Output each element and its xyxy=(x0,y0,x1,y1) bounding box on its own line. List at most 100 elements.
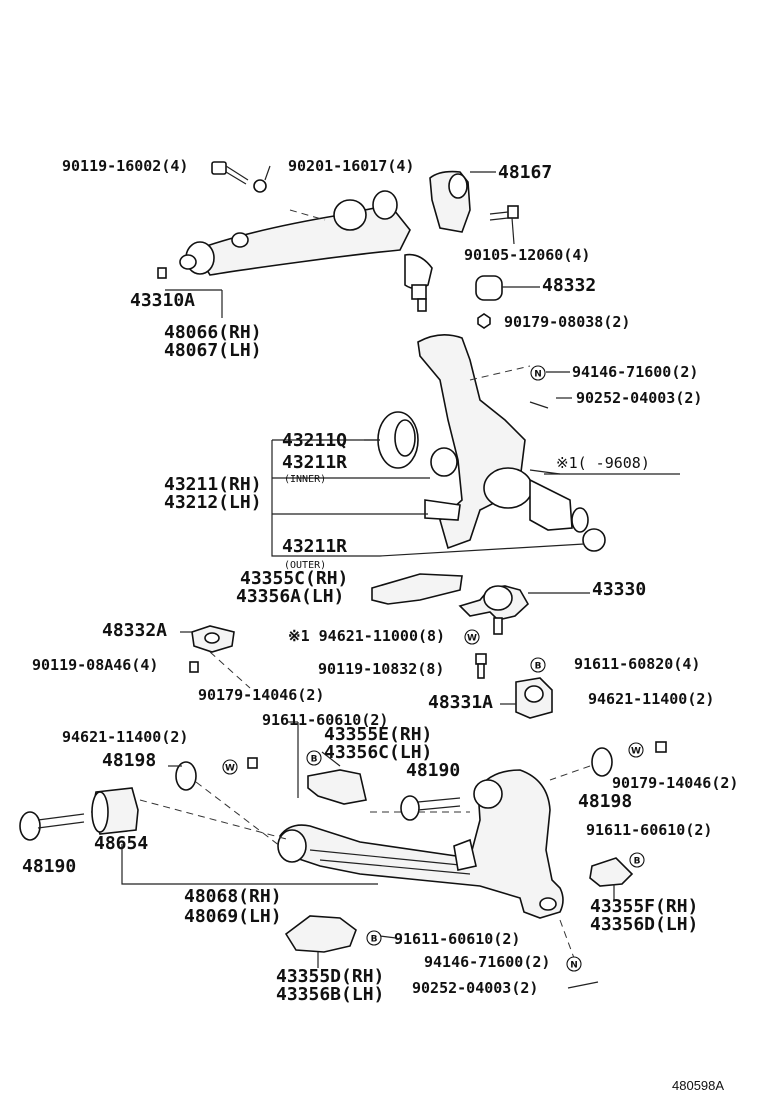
svg-text:B: B xyxy=(371,935,378,945)
label-outer-note: (OUTER) xyxy=(284,560,326,571)
dust-deflector-right xyxy=(589,857,634,887)
dust-deflector-upper xyxy=(371,573,463,605)
bolt-symbol-bottom: B xyxy=(366,930,382,946)
label-90119-10832: 90119-10832(8) xyxy=(318,660,444,678)
upper-control-arm xyxy=(179,190,433,312)
upper-arm-small-bolt xyxy=(157,267,167,279)
label-94621-11000: ※1 94621-11000(8) xyxy=(288,627,445,645)
label-43356a: 43356A(LH) xyxy=(236,586,344,607)
upper-bump-stopper xyxy=(475,275,503,301)
lower-ball-joint xyxy=(458,585,530,635)
label-90105-12060: 90105-12060(4) xyxy=(464,246,590,264)
label-note-9608: ※1( -9608) xyxy=(556,454,650,472)
knuckle-oil-seal xyxy=(377,411,419,469)
dust-deflector-bottom xyxy=(284,915,357,953)
label-43211r-inner: 43211R xyxy=(282,452,347,473)
nut-symbol-bottom: N xyxy=(566,956,582,972)
cam-bolt-left xyxy=(19,811,85,841)
label-43211r-outer: 43211R xyxy=(282,536,347,557)
svg-text:W: W xyxy=(225,764,235,774)
label-48069: 48069(LH) xyxy=(184,906,282,927)
label-94146-71600-top: 94146-71600(2) xyxy=(572,363,698,381)
label-48066: 48066(RH) xyxy=(164,322,262,343)
dust-deflector-mid xyxy=(307,769,367,805)
label-48190-mid: 48190 xyxy=(406,760,460,781)
label-48167: 48167 xyxy=(498,162,552,183)
upper-arm-washer xyxy=(253,179,267,193)
svg-text:W: W xyxy=(467,634,477,644)
cam-nut-right xyxy=(655,741,667,753)
svg-text:N: N xyxy=(534,370,542,380)
upper-arm-bracket xyxy=(429,170,471,233)
nut-symbol-top: N xyxy=(530,365,546,381)
label-48332: 48332 xyxy=(542,275,596,296)
label-48067: 48067(LH) xyxy=(164,340,262,361)
knuckle-cotter-pin xyxy=(529,401,549,409)
label-48654: 48654 xyxy=(94,833,148,854)
bolt-symbol-mid: B xyxy=(306,750,322,766)
label-43330: 43330 xyxy=(592,579,646,600)
label-48190-left: 48190 xyxy=(22,856,76,877)
label-91611-60610-bot: 91611-60610(2) xyxy=(394,930,520,948)
upper-arm-bolt xyxy=(211,161,249,185)
label-90179-14046-left: 90179-14046(2) xyxy=(198,686,324,704)
label-43355e: 43355E(RH) xyxy=(324,724,432,745)
label-94146-71600-bot: 94146-71600(2) xyxy=(424,953,550,971)
svg-text:B: B xyxy=(535,662,542,672)
outer-bearing xyxy=(582,528,606,552)
lower-cotter-pin xyxy=(567,981,599,989)
label-43211-rh: 43211(RH) xyxy=(164,474,262,495)
label-90179-08038: 90179-08038(2) xyxy=(504,313,630,331)
label-48198-left: 48198 xyxy=(102,750,156,771)
label-94621-11400-right: 94621-11400(2) xyxy=(588,690,714,708)
washer-symbol-left: W xyxy=(222,759,238,775)
cam-nut-left xyxy=(247,757,258,769)
label-90252-04003-top: 90252-04003(2) xyxy=(576,389,702,407)
inner-bearing xyxy=(430,447,458,477)
label-48198-right: 48198 xyxy=(578,791,632,812)
label-43355c: 43355C(RH) xyxy=(240,568,348,589)
lower-arm-bushing xyxy=(515,677,553,719)
svg-text:B: B xyxy=(311,755,318,765)
lower-arm-front-bushing xyxy=(91,787,139,835)
svg-text:B: B xyxy=(634,857,641,867)
label-90119-16002: 90119-16002(4) xyxy=(62,157,188,175)
label-43212-lh: 43212(LH) xyxy=(164,492,262,513)
svg-text:N: N xyxy=(570,961,578,971)
cam-plate-left xyxy=(175,761,197,791)
label-91611-60610-mid: 91611-60610(2) xyxy=(262,711,388,729)
label-43355d: 43355D(RH) xyxy=(276,966,384,987)
lower-bump-stopper xyxy=(191,625,235,653)
washer-symbol-knuckle: W xyxy=(464,629,480,645)
label-94621-11400-left: 94621-11400(2) xyxy=(62,728,188,746)
lower-control-arm xyxy=(277,769,564,919)
bump-stopper-bolt xyxy=(189,661,199,673)
ball-joint-bolt xyxy=(475,653,487,679)
washer-symbol-right: W xyxy=(628,742,644,758)
label-43211q: 43211Q xyxy=(282,430,347,451)
cam-bolt-mid xyxy=(400,795,461,821)
label-48331a: 48331A xyxy=(428,692,493,713)
label-91611-60820: 91611-60820(4) xyxy=(574,655,700,673)
label-43356b: 43356B(LH) xyxy=(276,984,384,1005)
label-48332a: 48332A xyxy=(102,620,167,641)
cam-plate-right xyxy=(591,747,613,777)
label-inner-note: (INNER) xyxy=(284,474,326,485)
svg-text:W: W xyxy=(631,747,641,757)
bolt-symbol-ball-joint: B xyxy=(530,657,546,673)
bump-stopper-nut xyxy=(477,313,491,329)
label-43355f: 43355F(RH) xyxy=(590,896,698,917)
bolt-symbol-right: B xyxy=(629,852,645,868)
label-48068: 48068(RH) xyxy=(184,886,282,907)
label-90119-08a46: 90119-08A46(4) xyxy=(32,656,158,674)
label-90179-14046-right: 90179-14046(2) xyxy=(612,774,738,792)
label-90201-16017: 90201-16017(4) xyxy=(288,157,414,175)
label-43356c: 43356C(LH) xyxy=(324,742,432,763)
label-43356d: 43356D(LH) xyxy=(590,914,698,935)
label-43310A: 43310A xyxy=(130,290,195,311)
label-91611-60610-right: 91611-60610(2) xyxy=(586,821,712,839)
diagram-reference-code: 480598A xyxy=(672,1078,724,1093)
steering-knuckle xyxy=(417,334,589,550)
label-90252-04003-bot: 90252-04003(2) xyxy=(412,979,538,997)
